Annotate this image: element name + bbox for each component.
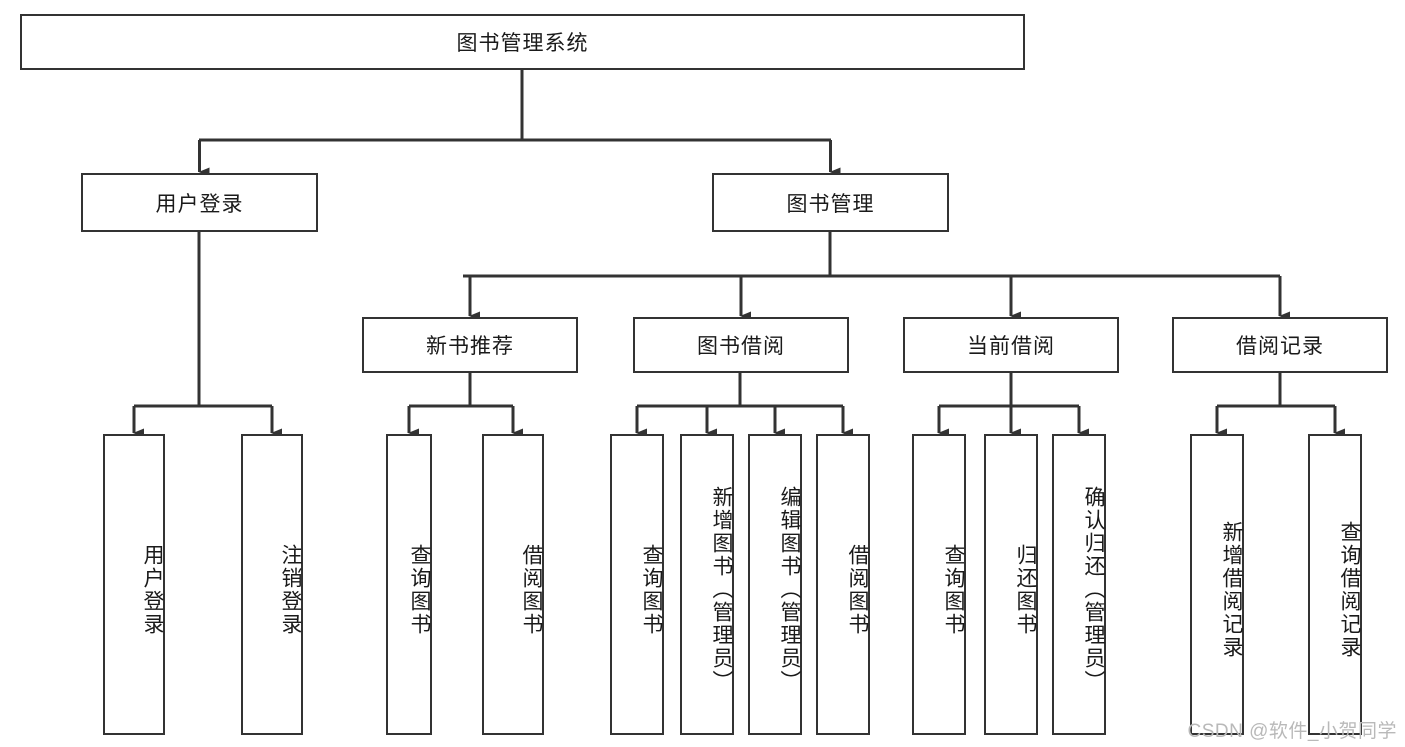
node-label: 用户登录 bbox=[155, 192, 244, 216]
node-root[interactable]: 图书管理系统 bbox=[20, 14, 1025, 70]
node-label: 当前借阅 bbox=[967, 335, 1055, 358]
node-leaf-borrow-book-2[interactable]: 借阅图书 bbox=[816, 434, 870, 735]
node-label: 查询图书 bbox=[640, 543, 663, 636]
node-label: 图书借阅 bbox=[697, 335, 785, 358]
node-user-login[interactable]: 用户登录 bbox=[81, 173, 318, 232]
node-leaf-query-record[interactable]: 查询借阅记录 bbox=[1308, 434, 1362, 735]
node-label: 用户登录 bbox=[141, 543, 164, 636]
node-new-book-rec[interactable]: 新书推荐 bbox=[362, 317, 578, 373]
node-label: 借阅记录 bbox=[1236, 335, 1324, 358]
node-label: 借阅图书 bbox=[846, 543, 869, 636]
node-leaf-add-book[interactable]: 新增图书（管理员） bbox=[680, 434, 734, 735]
node-leaf-query-book-1[interactable]: 查询图书 bbox=[386, 434, 432, 735]
node-leaf-borrow-book-1[interactable]: 借阅图书 bbox=[482, 434, 544, 735]
node-label: 图书管理系统 bbox=[456, 32, 589, 55]
node-label: 借阅图书 bbox=[520, 543, 543, 636]
node-book-manage[interactable]: 图书管理 bbox=[712, 173, 949, 232]
node-label: 新增图书（管理员） bbox=[710, 486, 733, 693]
node-label: 查询图书 bbox=[408, 543, 431, 636]
node-leaf-edit-book[interactable]: 编辑图书（管理员） bbox=[748, 434, 802, 735]
node-leaf-return-book[interactable]: 归还图书 bbox=[984, 434, 1038, 735]
node-leaf-query-book-2[interactable]: 查询图书 bbox=[610, 434, 664, 735]
csdn-watermark: CSDN @软件_小贺同学 bbox=[1187, 721, 1397, 742]
node-borrow-record[interactable]: 借阅记录 bbox=[1172, 317, 1388, 373]
node-label: 编辑图书（管理员） bbox=[778, 486, 801, 693]
node-label: 查询借阅记录 bbox=[1338, 520, 1361, 659]
node-leaf-logout[interactable]: 注销登录 bbox=[241, 434, 303, 735]
node-label: 查询图书 bbox=[942, 543, 965, 636]
node-leaf-query-book-3[interactable]: 查询图书 bbox=[912, 434, 966, 735]
node-label: 新书推荐 bbox=[426, 335, 514, 358]
node-book-borrow[interactable]: 图书借阅 bbox=[633, 317, 849, 373]
node-leaf-user-login[interactable]: 用户登录 bbox=[103, 434, 165, 735]
node-current-borrow[interactable]: 当前借阅 bbox=[903, 317, 1119, 373]
node-leaf-confirm-return[interactable]: 确认归还（管理员） bbox=[1052, 434, 1106, 735]
node-leaf-add-record[interactable]: 新增借阅记录 bbox=[1190, 434, 1244, 735]
node-label: 归还图书 bbox=[1014, 543, 1037, 636]
node-label: 新增借阅记录 bbox=[1220, 520, 1243, 659]
node-label: 图书管理 bbox=[786, 192, 875, 216]
node-label: 注销登录 bbox=[279, 543, 302, 636]
node-label: 确认归还（管理员） bbox=[1082, 486, 1105, 693]
